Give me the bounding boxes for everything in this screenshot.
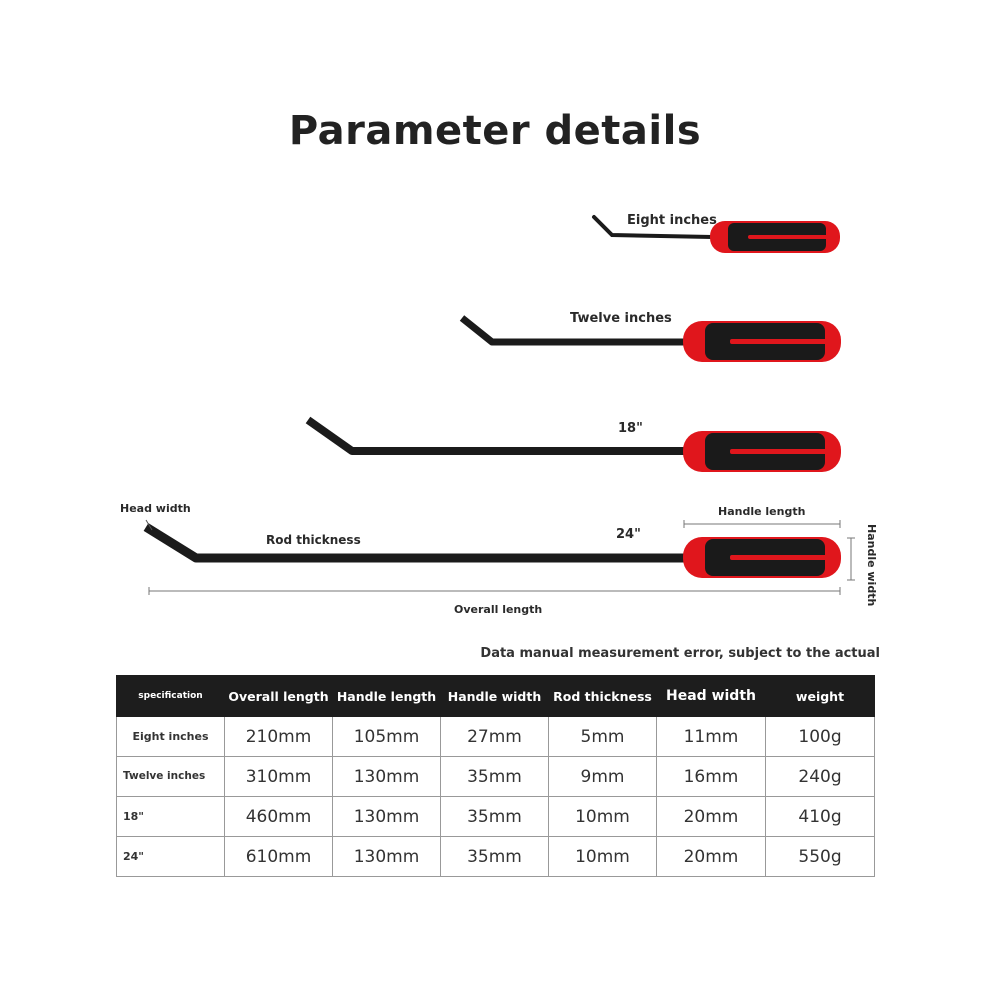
table-cell: 10mm [548, 836, 657, 877]
table-row: 18" 460mm 130mm 35mm 10mm 20mm 410g [116, 796, 875, 837]
tool-label-twelve-inches: Twelve inches [570, 311, 672, 326]
pry-bar-18-inch: 18" [305, 416, 841, 472]
table-cell: 100g [765, 716, 875, 757]
table-cell: 27mm [440, 716, 549, 757]
handle-stripe [730, 555, 830, 560]
pry-bar-twelve-inches: Twelve inches [459, 311, 841, 362]
table-cell: 105mm [332, 716, 441, 757]
tool-diagram: Eight inches Twelve inches 18" 24" Head … [120, 213, 878, 616]
pry-bar-24-inch: 24" [143, 523, 841, 578]
column-header: Overall length [224, 675, 333, 717]
spec-name-cell: 18" [116, 796, 225, 837]
table-cell: 35mm [440, 756, 549, 797]
rod [305, 416, 686, 455]
table-cell: 35mm [440, 836, 549, 877]
overall-length-label: Overall length [454, 603, 542, 616]
table-cell: 20mm [656, 796, 766, 837]
table-row: Twelve inches 310mm 130mm 35mm 9mm 16mm … [116, 756, 875, 797]
page-title: Parameter details [288, 108, 702, 154]
table-cell: 20mm [656, 836, 766, 877]
handle-stripe [730, 339, 830, 344]
table-cell: 130mm [332, 756, 441, 797]
handle-width-label: Handle width [865, 524, 878, 606]
spec-name-cell: Eight inches [116, 716, 225, 757]
handle-length-label: Handle length [718, 505, 805, 518]
table-cell: 9mm [548, 756, 657, 797]
table-cell: 16mm [656, 756, 766, 797]
dimension-annotations: Head width Rod thickness Handle length H… [120, 502, 878, 616]
tool-label-eight-inches: Eight inches [627, 213, 717, 228]
column-header: Head width [656, 675, 766, 717]
tool-label-24-inch: 24" [616, 527, 641, 542]
rod-thickness-label: Rod thickness [266, 533, 361, 547]
column-header: weight [765, 675, 875, 717]
table-cell: 11mm [656, 716, 766, 757]
spec-name-cell: Twelve inches [116, 756, 225, 797]
table-cell: 410g [765, 796, 875, 837]
table-cell: 130mm [332, 796, 441, 837]
table-cell: 240g [765, 756, 875, 797]
column-header: Rod thickness [548, 675, 657, 717]
table-row: 24" 610mm 130mm 35mm 10mm 20mm 550g [116, 836, 875, 877]
table-cell: 610mm [224, 836, 333, 877]
table-cell: 35mm [440, 796, 549, 837]
table-cell: 130mm [332, 836, 441, 877]
column-header: Handle width [440, 675, 549, 717]
handle-stripe [730, 449, 830, 454]
table-cell: 310mm [224, 756, 333, 797]
measurement-note: Data manual measurement error, subject t… [480, 646, 880, 661]
table-cell: 460mm [224, 796, 333, 837]
spec-name-cell: 24" [116, 836, 225, 877]
head-width-line [145, 519, 153, 531]
table-cell: 550g [765, 836, 875, 877]
table-header-row: specification Overall length Handle leng… [116, 675, 875, 717]
head-width-label: Head width [120, 502, 191, 515]
table-cell: 5mm [548, 716, 657, 757]
spec-table: specification Overall length Handle leng… [116, 675, 875, 877]
tool-label-18-inch: 18" [618, 421, 643, 436]
rod [459, 315, 686, 346]
column-header: specification [116, 675, 225, 717]
rod [143, 523, 686, 563]
handle-stripe [748, 235, 830, 239]
table-row: Eight inches 210mm 105mm 27mm 5mm 11mm 1… [116, 716, 875, 757]
column-header: Handle length [332, 675, 441, 717]
pry-bar-eight-inches: Eight inches [592, 213, 840, 253]
table-cell: 10mm [548, 796, 657, 837]
rod [592, 215, 714, 239]
table-cell: 210mm [224, 716, 333, 757]
